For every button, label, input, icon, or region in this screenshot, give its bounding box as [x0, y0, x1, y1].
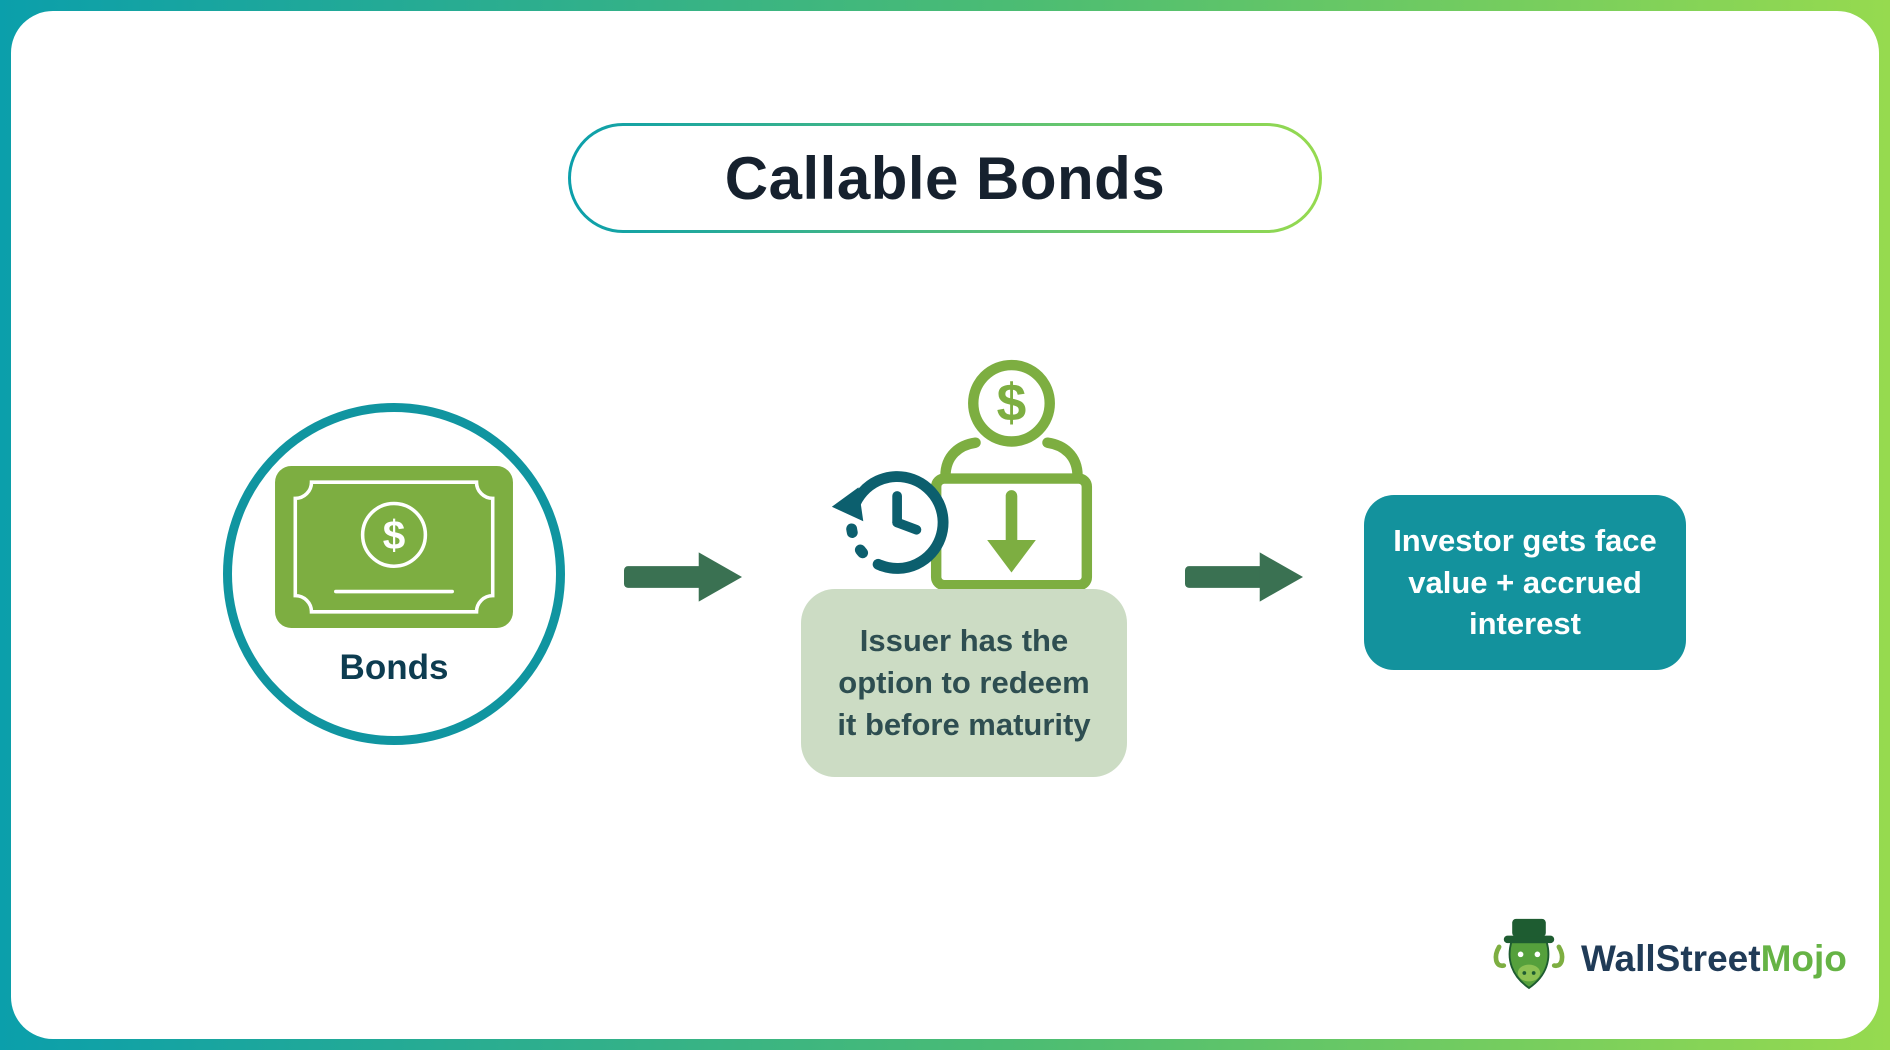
banknote-inner-border	[293, 480, 495, 614]
bull-right-arm	[1551, 944, 1565, 968]
deposit-arrow-head	[987, 540, 1036, 573]
bull-snout	[1517, 964, 1541, 982]
arrow-shaft	[1185, 566, 1264, 588]
arrow-right-icon	[1185, 552, 1303, 602]
brand-wordmark-primary: WallStreet	[1581, 938, 1761, 979]
coin-currency-symbol: $	[997, 374, 1027, 433]
investor-result-text: Investor gets face value + accrued inter…	[1393, 522, 1657, 642]
bull-left-nostril	[1522, 971, 1527, 975]
donation-box-icon: $	[930, 359, 1093, 591]
diagram-card: Callable Bonds $ Bonds $	[11, 11, 1879, 1039]
investor-result-box: Investor gets face value + accrued inter…	[1364, 495, 1686, 670]
arrow-head	[1259, 552, 1303, 602]
brand-wordmark-accent: Mojo	[1760, 938, 1847, 979]
bull-mascot-icon	[1493, 918, 1565, 990]
hat-brim	[1503, 935, 1555, 944]
bull-left-arm	[1493, 944, 1507, 968]
coin-ring	[968, 359, 1055, 447]
arrow-shaft	[624, 566, 703, 588]
hat-top	[1512, 918, 1546, 937]
bull-left-eye	[1517, 951, 1524, 958]
brand-logo: WallStreetMojo	[1489, 917, 1847, 1001]
banknote-coin-ring	[360, 501, 428, 569]
clock-ring-solid	[848, 471, 949, 574]
bonds-label: Bonds	[339, 648, 449, 687]
bull-right-nostril	[1531, 971, 1536, 975]
banknote-body	[275, 466, 513, 628]
banknote-currency-symbol: $	[383, 512, 406, 558]
slot-left-curve	[940, 437, 981, 482]
issuer-option-text: Issuer has the option to redeem it befor…	[837, 623, 1091, 742]
clock-arrowhead	[831, 487, 864, 522]
clock-hand-hour	[892, 517, 922, 535]
arrow-right-icon	[624, 552, 742, 602]
slot-right-curve	[1042, 437, 1083, 482]
title-pill: Callable Bonds	[568, 123, 1322, 233]
bull-right-eye	[1534, 951, 1541, 958]
clock-icon	[831, 471, 949, 574]
brand-wordmark: WallStreetMojo	[1581, 938, 1847, 980]
issuer-option-box: Issuer has the option to redeem it befor…	[801, 589, 1127, 777]
arrow-head	[698, 552, 742, 602]
bonds-node: $ Bonds	[223, 403, 565, 745]
banknote-icon: $	[275, 466, 513, 628]
page-title: Callable Bonds	[724, 144, 1166, 212]
title-pill-inner: Callable Bonds	[571, 126, 1319, 230]
